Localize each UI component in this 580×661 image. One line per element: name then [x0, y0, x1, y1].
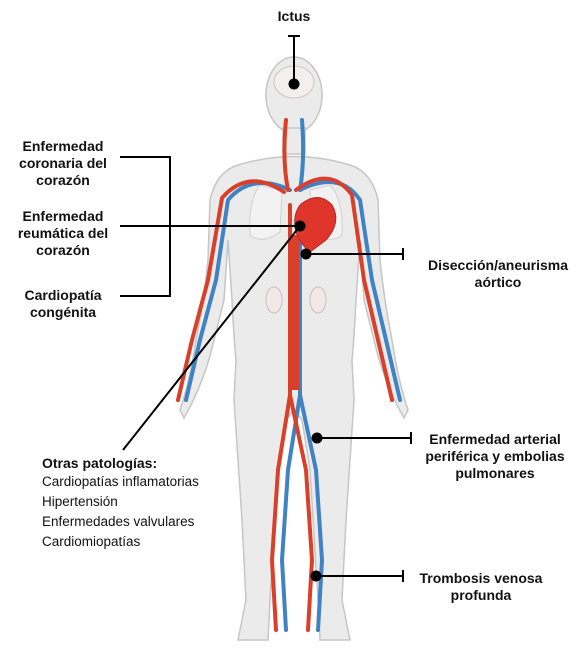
- other-pathology-item: Cardiopatías inflamatorias: [42, 472, 262, 492]
- label-deep-vein-thrombosis: Trombosis venosa profunda: [406, 570, 556, 604]
- label-aortic-dissection: Disección/aneurisma aórtico: [416, 257, 580, 291]
- other-pathology-item: Cardiomiopatías: [42, 532, 262, 552]
- other-pathology-item: Enfermedades valvulares: [42, 512, 262, 532]
- label-rheumatic-disease: Enfermedad reumática del corazón: [4, 208, 122, 259]
- label-congenital-disease: Cardiopatía congénita: [4, 287, 122, 321]
- label-coronary-disease: Enfermedad coronaria del corazón: [4, 138, 122, 189]
- other-pathologies-heading: Otras patologías:: [42, 455, 262, 472]
- other-pathologies: Otras patologías: Cardiopatías inflamato…: [42, 455, 262, 552]
- other-pathology-item: Hipertensión: [42, 492, 262, 512]
- label-ictus: Ictus: [262, 8, 326, 25]
- label-peripheral-arterial-disease: Enfermedad arterial periférica y embolia…: [410, 431, 580, 482]
